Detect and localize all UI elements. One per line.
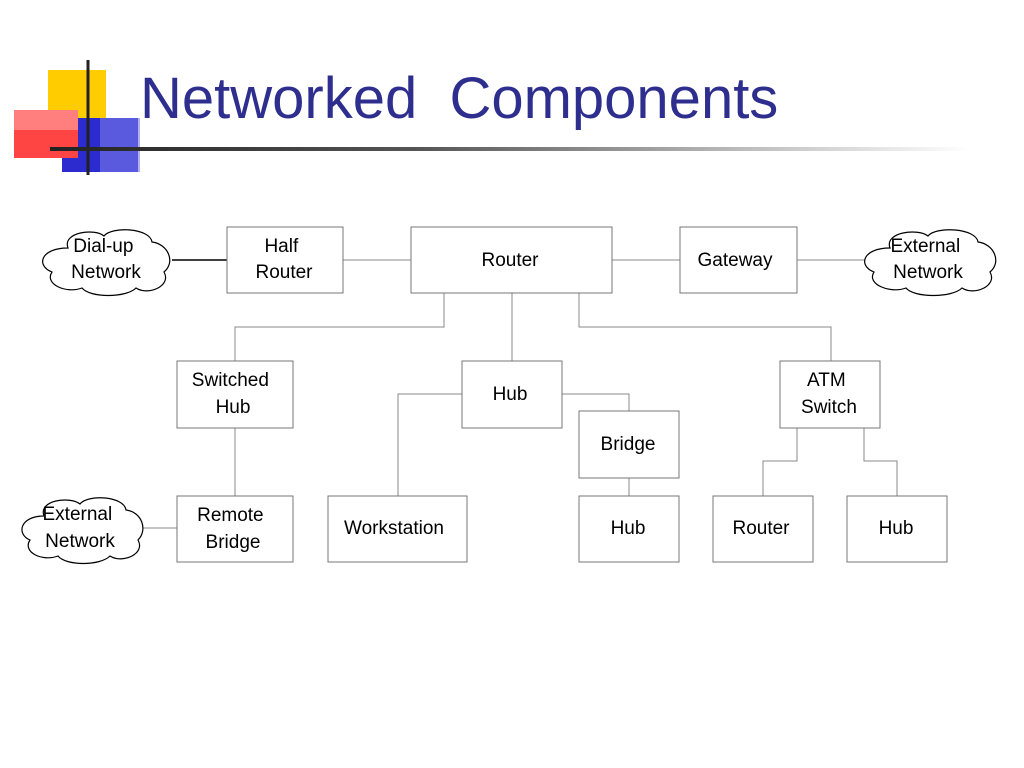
cloud-dialup-network: Dial-up Network bbox=[42, 229, 171, 297]
connectors bbox=[141, 259, 898, 529]
connector-atm-hub bbox=[863, 428, 898, 496]
svg-text:Half Router: Half Router bbox=[255, 236, 313, 283]
node-atm-switch: ATM Switch bbox=[779, 360, 881, 429]
logo-blue-fade bbox=[100, 118, 140, 172]
switched-hub-line2: Hub bbox=[216, 397, 251, 418]
hub-center-label: Hub bbox=[493, 384, 528, 405]
atm-switch-line1: ATM bbox=[807, 370, 846, 391]
bridge-label: Bridge bbox=[601, 434, 656, 455]
svg-text:Router: Router bbox=[732, 518, 790, 539]
svg-text:Hub: Hub bbox=[611, 518, 646, 539]
node-router-bottom: Router bbox=[712, 495, 814, 563]
svg-text:Router: Router bbox=[481, 250, 539, 271]
connector-router-atmswitch bbox=[578, 293, 832, 361]
half-router-line2: Router bbox=[255, 262, 313, 283]
cloud-dialup-line1: Dial-up bbox=[73, 236, 133, 257]
node-router-main: Router bbox=[410, 226, 613, 294]
node-half-router: Half Router bbox=[226, 226, 344, 294]
remote-bridge-line2: Bridge bbox=[206, 532, 261, 553]
remote-bridge-line1: Remote bbox=[197, 505, 264, 526]
title-underline bbox=[50, 147, 970, 151]
cloud-external-top-line2: Network bbox=[893, 262, 963, 283]
node-hub-bottom-atm: Hub bbox=[846, 495, 948, 563]
connector-hub-workstation bbox=[397, 393, 462, 496]
node-bridge: Bridge bbox=[578, 410, 680, 479]
atm-switch-line2: Switch bbox=[801, 397, 857, 418]
node-gateway: Gateway bbox=[679, 226, 798, 294]
node-switched-hub: Switched Hub bbox=[176, 360, 294, 429]
cloud-external-bottom-line1: External bbox=[43, 504, 113, 525]
half-router-line1: Half bbox=[264, 236, 299, 257]
switched-hub-line1: Switched bbox=[192, 370, 269, 391]
cloud-external-network-top: External Network bbox=[864, 229, 997, 297]
cloud-external-network-bottom: External Network bbox=[21, 497, 144, 565]
cloud-dialup-label: Dial-up Network bbox=[71, 236, 141, 283]
slide-title: Networked Components bbox=[140, 66, 779, 131]
cloud-dialup-line2: Network bbox=[71, 262, 141, 283]
connector-hub-bridge bbox=[562, 393, 630, 411]
node-hub-bottom-bridge: Hub bbox=[578, 495, 680, 563]
connector-atm-router bbox=[762, 428, 798, 496]
cloud-external-top-line1: External bbox=[891, 236, 961, 257]
router-main-label: Router bbox=[481, 250, 539, 271]
logo-red-fade bbox=[14, 110, 78, 130]
cloud-external-bottom-line2: Network bbox=[45, 531, 115, 552]
workstation-label: Workstation bbox=[344, 518, 444, 539]
svg-text:Hub: Hub bbox=[879, 518, 914, 539]
cloud-external-top-label: External Network bbox=[891, 236, 966, 283]
node-hub-center: Hub bbox=[461, 360, 563, 429]
node-remote-bridge: Remote Bridge bbox=[176, 495, 294, 563]
hub-bottom-bridge-label: Hub bbox=[611, 518, 646, 539]
hub-bottom-atm-label: Hub bbox=[879, 518, 914, 539]
svg-text:ATM Switch: ATM Switch bbox=[801, 370, 857, 418]
svg-text:Bridge: Bridge bbox=[601, 434, 656, 455]
connector-router-switchedhub bbox=[234, 293, 445, 361]
svg-text:Hub: Hub bbox=[493, 384, 528, 405]
node-workstation: Workstation bbox=[327, 495, 468, 563]
cloud-external-bottom-label: External Network bbox=[43, 504, 118, 552]
router-bottom-label: Router bbox=[732, 518, 790, 539]
gateway-label: Gateway bbox=[698, 250, 773, 271]
svg-text:Workstation: Workstation bbox=[344, 518, 444, 539]
corner-logo bbox=[14, 60, 140, 175]
svg-text:Remote Bridge: Remote Bridge bbox=[197, 505, 269, 553]
svg-text:Gateway: Gateway bbox=[698, 250, 773, 271]
svg-text:Switched Hub: Switched Hub bbox=[192, 370, 274, 418]
